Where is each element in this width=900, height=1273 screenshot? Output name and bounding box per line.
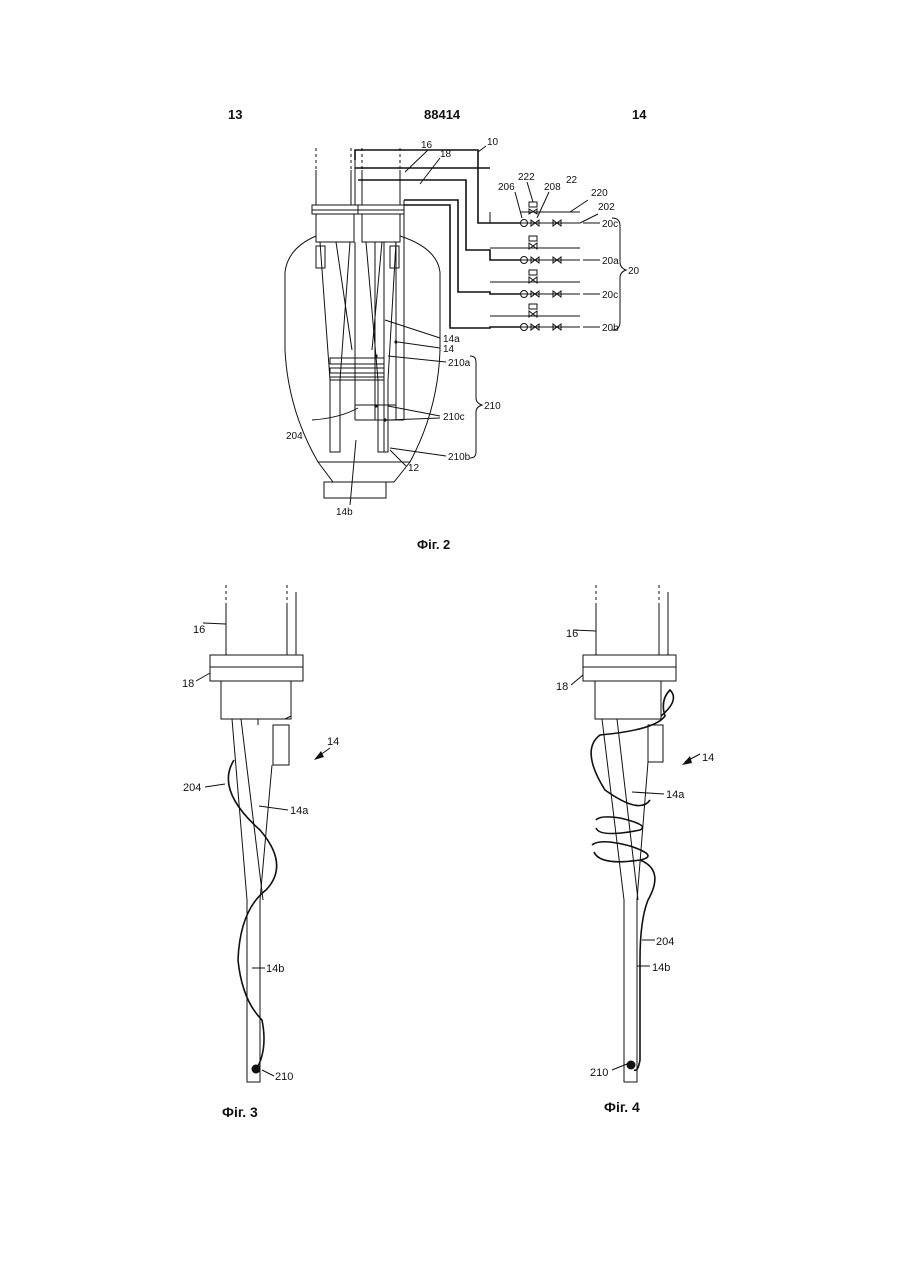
label-20a: 20a [602, 256, 619, 267]
label-10: 10 [487, 137, 499, 148]
label-20c-mid: 20c [602, 290, 618, 301]
fig3-label-14: 14 [327, 736, 339, 748]
fig3-label-210: 210 [275, 1071, 293, 1083]
label-210b: 210b [448, 452, 471, 463]
label-204: 204 [286, 431, 303, 442]
figure-4: 16 18 14 14a 204 14b 210 Фіг. 4 [556, 585, 714, 1115]
fig3-label-18: 18 [182, 678, 194, 690]
label-14: 14 [443, 344, 455, 355]
fig3-label-14a: 14a [290, 805, 309, 817]
label-20: 20 [628, 266, 640, 277]
label-210c: 210c [443, 412, 465, 423]
label-222: 222 [518, 172, 535, 183]
fig3-label-16: 16 [193, 624, 205, 636]
label-202: 202 [598, 202, 615, 213]
label-22: 22 [566, 175, 578, 186]
label-18: 18 [440, 149, 452, 160]
fig4-label-210: 210 [590, 1067, 608, 1079]
fig3-label-14b: 14b [266, 963, 284, 975]
figure-3-caption: Фіг. 3 [222, 1104, 258, 1120]
fig4-label-14a: 14a [666, 789, 685, 801]
fig4-label-18: 18 [556, 681, 568, 693]
label-210: 210 [484, 401, 501, 412]
label-20c-top: 20c [602, 219, 618, 230]
label-208: 208 [544, 182, 561, 193]
label-206: 206 [498, 182, 515, 193]
figure-3: 16 18 14 204 14a 14b 210 Фіг. 3 [182, 585, 339, 1120]
figure-2-caption: Фіг. 2 [417, 537, 450, 552]
label-14b: 14b [336, 507, 353, 518]
fig4-label-14b: 14b [652, 962, 670, 974]
fig3-label-204: 204 [183, 782, 201, 794]
label-12: 12 [408, 463, 420, 474]
figure-4-caption: Фіг. 4 [604, 1099, 640, 1115]
label-16: 16 [421, 140, 433, 151]
figure-2: 10 16 18 22 222 206 208 220 202 20c 20a … [285, 137, 640, 552]
fig4-label-204: 204 [656, 936, 674, 948]
fig4-label-14: 14 [702, 752, 714, 764]
label-210a: 210a [448, 358, 471, 369]
fig4-label-16: 16 [566, 628, 578, 640]
label-220: 220 [591, 188, 608, 199]
label-20b: 20b [602, 323, 619, 334]
